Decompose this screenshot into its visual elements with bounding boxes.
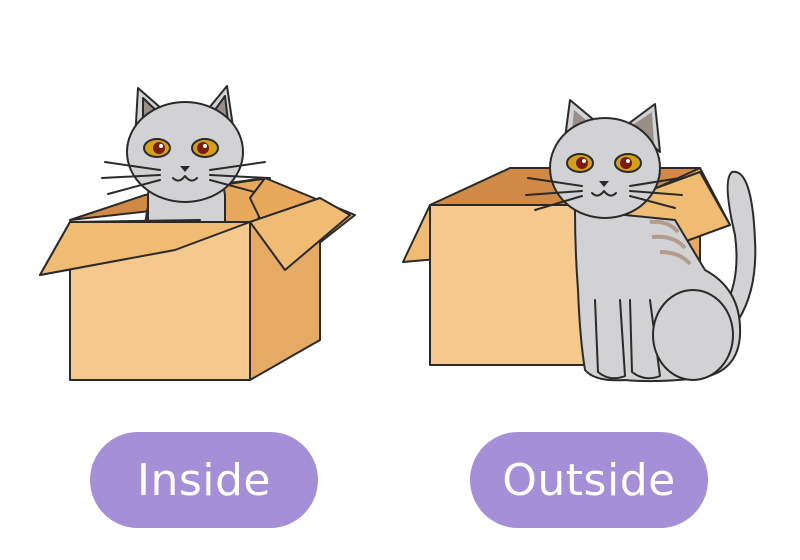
cat-outside-box-icon	[402, 99, 757, 383]
inside-label-badge: Inside	[90, 432, 318, 528]
outside-label-badge: Outside	[470, 432, 708, 528]
outside-label-text: Outside	[502, 454, 676, 506]
cat-inside-box-icon	[39, 85, 356, 381]
cat-head-inside	[101, 85, 269, 236]
inside-label-text: Inside	[136, 454, 271, 506]
